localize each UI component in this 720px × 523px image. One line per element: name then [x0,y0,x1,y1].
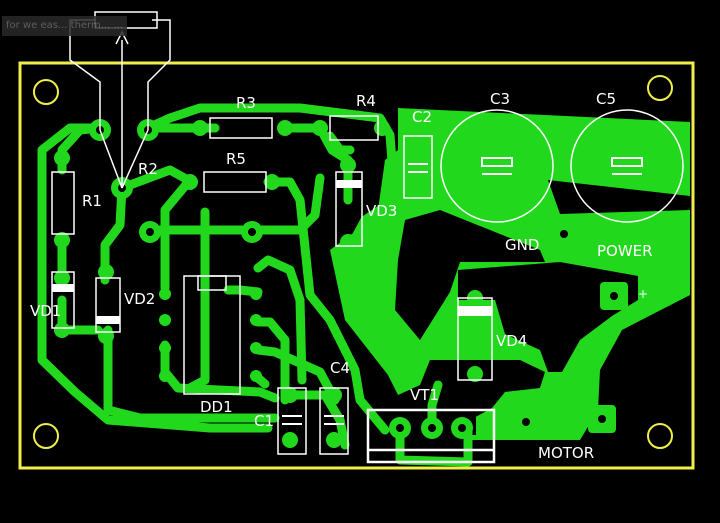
label-c2: C2 [412,108,432,126]
pad-holes [96,126,618,432]
vd3-body [335,171,363,247]
vt1-body [366,408,496,464]
r4-body [329,115,379,141]
vd2-body [95,277,121,333]
mount-hole-top-left [33,79,59,105]
pour-cutout-4 [468,405,476,435]
caption-overlay: for we eas... therm... ... [2,16,127,36]
vd1-body [51,271,75,329]
label-vd4: VD4 [496,332,527,350]
label-gnd: GND [505,236,539,254]
silkscreen [51,11,684,464]
label-vd1: VD1 [30,302,61,320]
label-plus: + [638,287,648,301]
mount-hole-bottom-left [33,423,59,449]
label-vd2: VD2 [124,290,155,308]
label-r3: R3 [236,94,256,112]
label-c5: C5 [596,90,616,108]
label-c4: C4 [330,359,350,377]
r3-body [209,117,273,139]
label-vt1: VT1 [410,386,439,404]
c1-body [277,387,307,455]
c4-body [319,387,349,455]
mount-hole-top-right [647,75,673,101]
label-motor: MOTOR [538,444,594,462]
label-r2: R2 [138,160,158,178]
r5-body [203,171,267,193]
pads [54,119,628,448]
label-dd1: DD1 [200,398,233,416]
r1-body [51,171,75,235]
pour-cutout-1 [458,262,638,372]
label-c1: C1 [254,412,274,430]
dd1-notch [197,275,227,291]
label-r4: R4 [356,92,376,110]
label-r5: R5 [226,150,246,168]
pour-cutout-3 [548,180,690,214]
pour-cutout-2 [395,210,545,340]
vd4-body [457,297,493,381]
cap-plates [282,157,643,425]
mount-hole-bottom-right [647,423,673,449]
c3-body [440,109,554,223]
label-c3: C3 [490,90,510,108]
diode-bands [52,180,492,324]
label-r1: R1 [82,192,102,210]
c2-body [403,135,433,199]
label-power: POWER [597,242,653,260]
c5-body [570,109,684,223]
board-outline [18,61,695,470]
label-vd3: VD3 [366,202,397,220]
